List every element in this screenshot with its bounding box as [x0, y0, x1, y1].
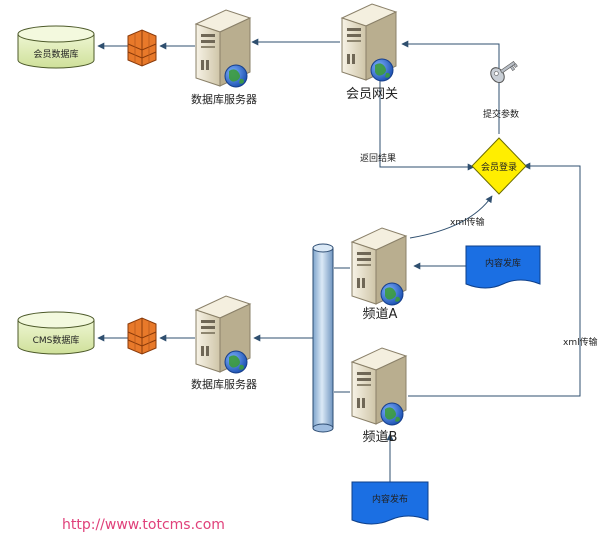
firewall-icon: [127, 29, 157, 67]
server-icon: [341, 3, 397, 82]
cms-db-label: CMS数据库: [33, 334, 80, 346]
content-publish-b-label: 内容发布: [372, 493, 408, 505]
content-publish-a: 内容发库: [465, 245, 541, 289]
xml-transfer-a-label: xml传输: [450, 216, 485, 228]
server-icon: [351, 347, 407, 426]
server-icon: [195, 9, 251, 88]
member-db-label: 会员数据库: [33, 48, 78, 60]
firewall-icon: [127, 317, 157, 355]
edge-channelA-to-login: [409, 195, 493, 239]
submit-params-label: 提交参数: [483, 108, 519, 120]
db-server-bottom-label: 数据库服务器: [191, 377, 257, 391]
content-publish-b: 内容发布: [351, 481, 429, 525]
member-gateway-label: 会员网关: [346, 87, 398, 102]
edge-gateway-to-login: [379, 80, 475, 171]
member-gateway: 会员网关: [341, 3, 398, 102]
member-database: 会员数据库: [17, 25, 95, 69]
server-icon: [351, 227, 407, 306]
edge-login-to-gateway: [401, 40, 500, 134]
footer-url[interactable]: http://www.totcms.com: [62, 517, 225, 533]
channel-a-label: 频道A: [363, 307, 398, 322]
db-server-top-label: 数据库服务器: [191, 92, 257, 106]
channel-a: 频道A: [351, 227, 407, 322]
return-result-label: 返回结果: [360, 152, 396, 164]
xml-transfer-b-label: xml传输: [563, 336, 598, 348]
server-icon: [195, 295, 251, 374]
network-bus: [312, 243, 334, 433]
document-icon: [465, 245, 541, 289]
key-icon: [490, 61, 518, 84]
cms-database: CMS数据库: [17, 311, 95, 355]
content-publish-a-label: 内容发库: [485, 257, 521, 269]
connectors: [97, 38, 581, 484]
document-icon: [351, 481, 429, 525]
channel-b: 频道B: [351, 347, 407, 445]
db-server-top: 数据库服务器: [191, 9, 257, 106]
member-login-label: 会员登录: [481, 161, 517, 173]
member-login-decision: 会员登录: [471, 137, 527, 195]
db-server-bottom: 数据库服务器: [191, 295, 257, 391]
edge-channelB-to-login: [408, 162, 581, 397]
channel-b-label: 频道B: [363, 430, 398, 445]
